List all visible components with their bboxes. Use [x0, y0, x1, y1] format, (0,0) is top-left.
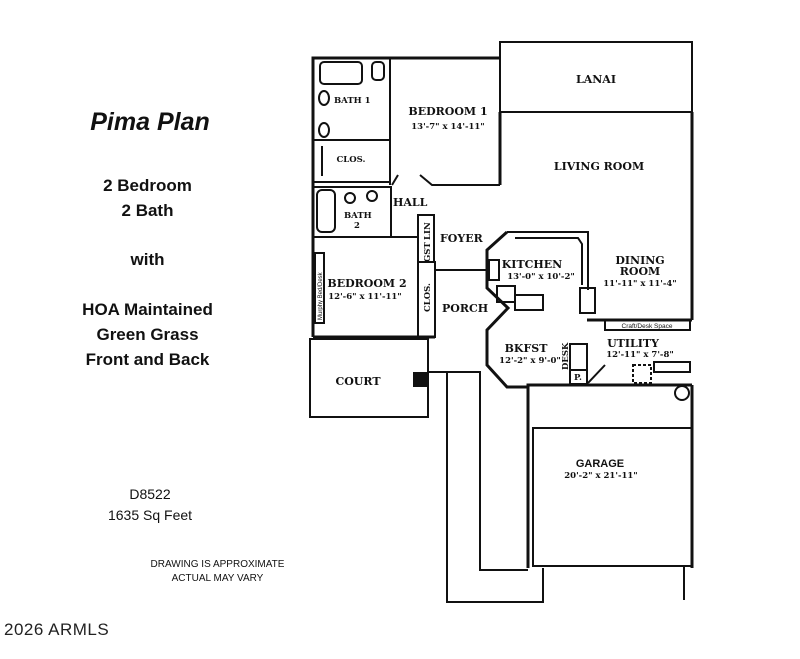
room-kitchen-dimensions: 13'-0" x 10'-2": [507, 272, 575, 282]
pantry-label: P.: [574, 373, 582, 383]
hoa-line-3: Front and Back: [85, 350, 210, 369]
room-dining-label: DINING: [615, 254, 664, 267]
plan-code: D8522: [129, 486, 171, 502]
walls: [309, 41, 694, 603]
room-utility: UTILITY: [607, 337, 659, 350]
room-closet-2: CLOS.: [423, 283, 433, 312]
plan-title: Pima Plan: [90, 108, 210, 136]
room-breakfast-dimensions: 12'-2" x 9'-0": [499, 356, 561, 366]
room-kitchen: KITCHEN: [502, 258, 562, 271]
room-bedroom1: BEDROOM 1: [408, 105, 487, 118]
room-dining-dimensions: 11'-11" x 11'-4": [603, 279, 677, 289]
desk-label: DESK: [561, 342, 571, 370]
copyright: 2026 ARMLS: [4, 620, 110, 639]
room-bath2-label: BATH: [344, 211, 372, 221]
room-guest-closet: GST: [423, 242, 433, 262]
square-feet: 1635 Sq Feet: [107, 507, 193, 523]
bedroom-count: 2 Bedroom: [103, 176, 192, 195]
hoa-line-1: HOA Maintained: [82, 300, 213, 319]
room-closet-1: CLOS.: [337, 155, 366, 165]
room-breakfast: BKFST: [505, 342, 549, 355]
bath-count: 2 Bath: [121, 201, 174, 220]
murphy-bed-desk: Murphy Bed/Desk: [318, 271, 324, 320]
craft-desk-space: Craft/Desk Space: [622, 323, 673, 330]
hoa-line-2: Green Grass: [96, 325, 199, 344]
room-bedroom2-dimensions: 12'-6" x 11'-11": [328, 292, 402, 302]
room-bedroom2: BEDROOM 2: [327, 277, 406, 290]
room-foyer: FOYER: [440, 232, 484, 245]
room-hall: HALL: [393, 196, 428, 209]
room-dining-label-2: ROOM: [620, 265, 660, 278]
disclaimer-line-1: DRAWING IS APPROXIMATE: [150, 559, 285, 570]
room-garage-dimensions: 20'-2" x 21'-11": [564, 471, 638, 481]
disclaimer-line-2: ACTUAL MAY VARY: [171, 573, 264, 584]
room-living: LIVING ROOM: [554, 160, 644, 173]
room-bath2-number: 2: [354, 221, 360, 231]
room-bedroom1-dimensions: 13'-7" x 14'-11": [411, 122, 485, 132]
room-bath1: BATH 1: [334, 96, 371, 106]
room-garage: GARAGE: [576, 458, 624, 470]
with-text: with: [130, 250, 165, 269]
room-porch: PORCH: [442, 302, 488, 315]
room-lanai: LANAI: [576, 73, 616, 86]
room-utility-dimensions: 12'-11" x 7'-8": [606, 350, 674, 360]
room-court: COURT: [335, 375, 381, 388]
room-linen: LIN: [423, 222, 433, 240]
